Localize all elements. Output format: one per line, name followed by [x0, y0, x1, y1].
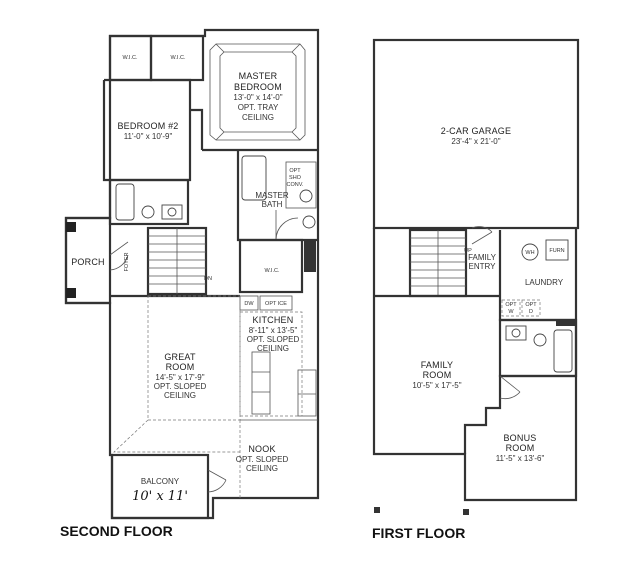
opt-dryer-1: OPT — [525, 302, 537, 308]
down-label: DN — [204, 276, 212, 282]
nook-opt-2: CEILING — [246, 464, 278, 473]
great-room-opt-2: CEILING — [164, 391, 196, 400]
family-entry-1: FAMILY — [468, 253, 497, 262]
first-floor-stair-treads — [410, 230, 466, 296]
kitchen-name: KITCHEN — [253, 315, 294, 325]
family-room-dim: 10'-5" x 17'-5" — [412, 381, 461, 390]
family-room-name-1: FAMILY — [421, 360, 454, 370]
opt-ice-label: OPT ICE — [265, 301, 287, 307]
first-floor-title: FIRST FLOOR — [372, 525, 465, 541]
kitchen-opt-2: CEILING — [257, 344, 289, 353]
master-bedroom-opt-1: OPT. TRAY — [238, 103, 279, 112]
second-floor-title: SECOND FLOOR — [60, 523, 173, 539]
wic-label-1: W.I.C. — [123, 55, 138, 61]
wic-label-2: W.I.C. — [171, 55, 186, 61]
bonus-room-name-1: BONUS — [503, 433, 536, 443]
first-floor-plan — [372, 38, 580, 515]
master-bath-name-2: BATH — [262, 200, 283, 209]
opt-washer-2: W — [508, 309, 514, 315]
great-room-opt-1: OPT. SLOPED — [154, 382, 207, 391]
garage-dim: 23'-4" x 21'-0" — [451, 137, 500, 146]
opt-shower-3: CONV. — [287, 182, 304, 188]
master-bedroom-dim: 13'-0" x 14'-0" — [233, 93, 282, 102]
porch-label: PORCH — [71, 257, 105, 267]
dw-label: DW — [244, 301, 254, 307]
balcony-name: BALCONY — [141, 477, 180, 486]
opt-dryer-2: D — [529, 309, 533, 315]
first-floor-labels: 2-CAR GARAGE 23'-4" x 21'-0" UP FAMILY E… — [372, 126, 565, 541]
great-room-name-2: ROOM — [166, 362, 195, 372]
master-bedroom-name-2: BEDROOM — [234, 82, 282, 92]
foyer-label: FOYER — [124, 253, 130, 272]
garage-name: 2-CAR GARAGE — [441, 126, 511, 136]
nook-opt-1: OPT. SLOPED — [236, 455, 289, 464]
stair-treads — [148, 228, 206, 294]
opt-washer-1: OPT — [505, 302, 517, 308]
second-floor-plan — [64, 28, 320, 520]
bonus-room-name-2: ROOM — [506, 443, 535, 453]
water-heater-label: WH — [525, 250, 534, 256]
master-bath-name-1: MASTER — [255, 191, 289, 200]
bedroom-2-dim: 11'-0" x 10'-9" — [124, 132, 173, 141]
furnace-label: FURN — [549, 248, 564, 254]
opt-shower-1: OPT — [289, 168, 301, 174]
bedroom-2-name: BEDROOM #2 — [117, 121, 178, 131]
nook-name: NOOK — [248, 444, 275, 454]
family-entry-2: ENTRY — [469, 262, 497, 271]
great-room-dim: 14'-5" x 17'-9" — [155, 373, 204, 382]
kitchen-dim: 8'-11" x 13'-5" — [249, 326, 298, 335]
opt-shower-2: SHO — [289, 175, 302, 181]
master-bedroom-name-1: MASTER — [239, 71, 278, 81]
laundry-label: LAUNDRY — [525, 278, 564, 287]
wic-label-3: W.I.C. — [265, 268, 280, 274]
bonus-room-dim: 11'-5" x 13'-6" — [496, 454, 545, 463]
family-room-name-2: ROOM — [423, 370, 452, 380]
great-room-name-1: GREAT — [164, 352, 196, 362]
master-bedroom-opt-2: CEILING — [242, 113, 274, 122]
balcony-handwritten-dim: 10' x 11' — [132, 489, 188, 504]
up-label: UP — [464, 248, 472, 254]
kitchen-opt-1: OPT. SLOPED — [247, 335, 300, 344]
second-floor-labels: W.I.C. W.I.C. MASTER BEDROOM 13'-0" x 14… — [60, 55, 304, 539]
